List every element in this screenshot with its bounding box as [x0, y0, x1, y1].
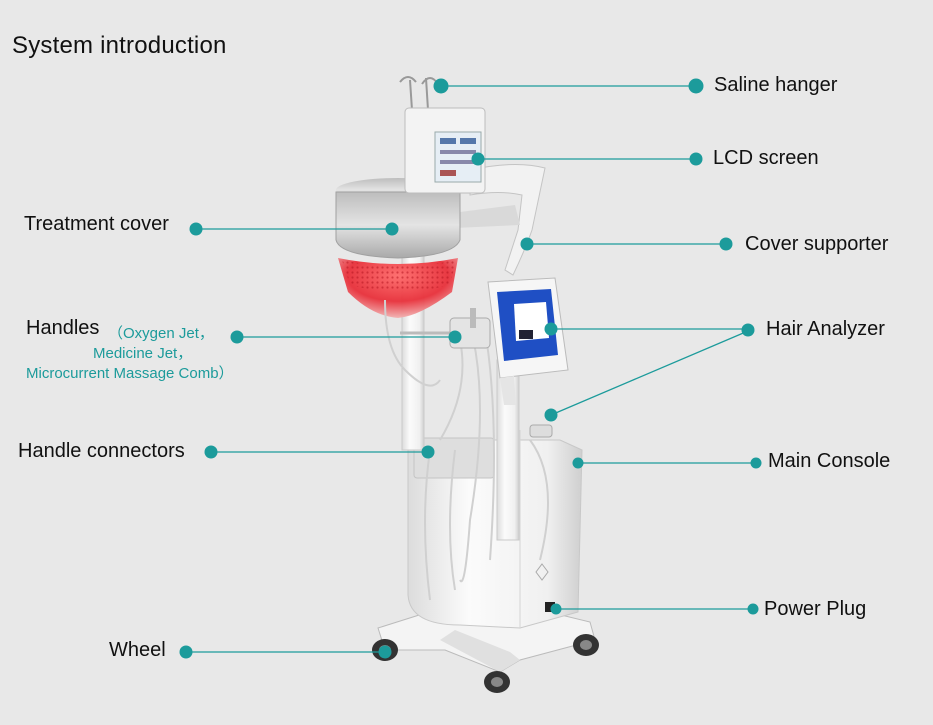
dot-cover-supporter-part	[520, 237, 534, 251]
label-wheel: Wheel	[109, 639, 166, 661]
dot-hair-analyzer-label	[741, 323, 755, 337]
dot-power-plug-part	[550, 603, 562, 615]
dot-treatment-cover-label	[189, 222, 203, 236]
dot-wheel-label	[179, 645, 193, 659]
leader-lines	[186, 85, 756, 653]
dot-handle-connectors-part	[421, 445, 435, 459]
dot-main-console-label	[750, 457, 762, 469]
label-treatment-cover: Treatment cover	[24, 213, 169, 235]
label-handles-sub-oxygen-jet: （Oxygen Jet，	[108, 325, 214, 342]
label-saline-hanger: Saline hanger	[714, 74, 838, 96]
dot-treatment-cover-part	[385, 222, 399, 236]
handles-and-hoses	[384, 299, 549, 601]
dot-lcd-part	[471, 152, 485, 166]
dot-wheel-part	[378, 645, 392, 659]
dot-saline-hanger-part	[433, 78, 449, 94]
dot-hair-analyzer-part	[544, 322, 558, 336]
label-power-plug: Power Plug	[764, 598, 867, 620]
dot-cover-supporter-label	[719, 237, 733, 251]
label-lcd-screen: LCD screen	[713, 147, 819, 169]
cover-supporter-arm	[455, 163, 546, 276]
lcd-head	[399, 76, 486, 194]
dot-main-console-part	[572, 457, 584, 469]
label-hair-analyzer: Hair Analyzer	[766, 318, 885, 340]
page-title: System introduction	[12, 32, 227, 59]
label-handles-sub-medicine-jet: Medicine Jet，	[93, 345, 193, 362]
callout-dots	[179, 78, 762, 659]
dot-lcd-label	[689, 152, 703, 166]
dot-hair-analyzer-part2	[544, 408, 558, 422]
hair-analyzer-tablet	[487, 277, 569, 405]
dot-saline-hanger-label	[688, 78, 704, 94]
label-main-console: Main Console	[768, 450, 891, 472]
label-handle-connectors: Handle connectors	[18, 440, 185, 462]
dot-handles-label	[230, 330, 244, 344]
treatment-cover	[335, 178, 461, 318]
label-handles: Handles	[26, 317, 100, 339]
label-cover-supporter: Cover supporter	[745, 233, 889, 255]
dot-handle-connectors-label	[204, 445, 218, 459]
dot-power-plug-label	[747, 603, 759, 615]
label-handles-sub-massage-comb: Microcurrent Massage Comb）	[26, 365, 234, 382]
dot-handles-part	[448, 330, 462, 344]
main-console-body	[407, 430, 583, 629]
